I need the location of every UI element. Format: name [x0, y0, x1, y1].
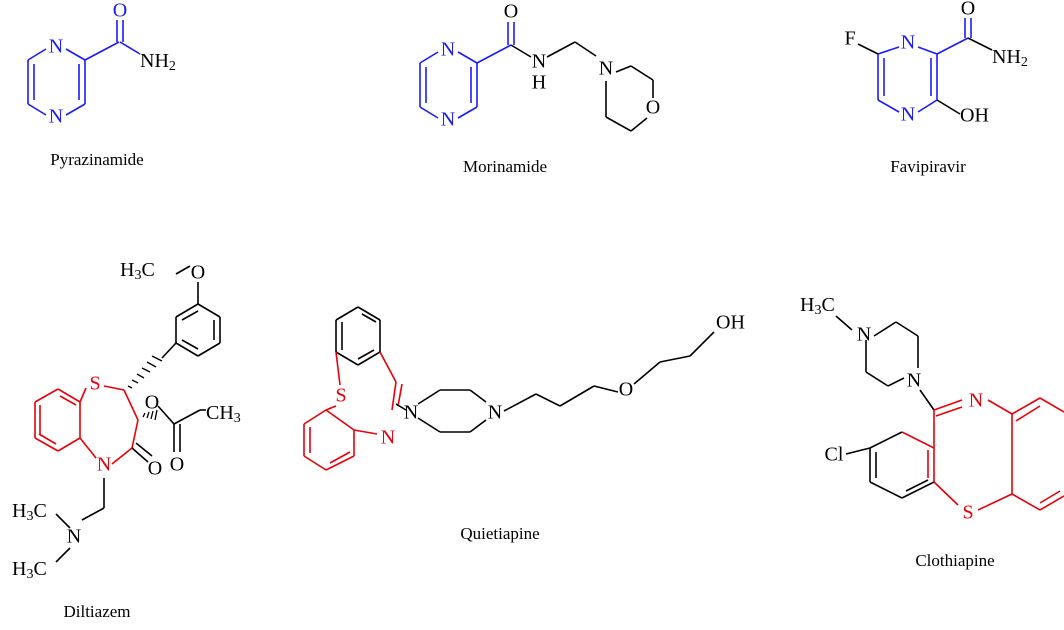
diltiazem-h3c-2-sub: 3	[26, 567, 33, 582]
diltiazem-ester-o: O	[145, 392, 159, 414]
pyrazinamide-o: O	[113, 0, 127, 22]
molecule-morinamide: N N O N H N O Morinamide	[419, 1, 660, 176]
favipiravir-bonds-black	[857, 37, 993, 115]
diltiazem-carbonyl-o: O	[170, 454, 184, 476]
favipiravir-o: O	[961, 0, 975, 20]
morinamide-n1: N	[441, 39, 455, 61]
clothiapine-cl: Cl	[825, 444, 844, 466]
molecule-pyrazinamide: N N O NH2 Pyrazinamide	[27, 0, 176, 169]
favipiravir-nh2: NH2	[992, 46, 1028, 71]
diltiazem-bonds-black	[55, 265, 221, 563]
diltiazem-h3c-2-h: H	[12, 558, 26, 580]
quietiapine-oh: OH	[716, 312, 745, 334]
diltiazem-ch3-c: C	[141, 259, 154, 281]
diltiazem-amine-n: N	[67, 526, 81, 548]
clothiapine-h3c: H3C	[800, 294, 835, 319]
diltiazem-stereo-bonds	[127, 355, 163, 421]
quietiapine-link-bond	[395, 403, 407, 411]
diltiazem-ch3-h: H	[120, 259, 134, 281]
diltiazem-h3c-1-h: H	[12, 500, 26, 522]
diltiazem-h3c-1: H3C	[12, 500, 47, 525]
diltiazem-h3c-2-c: C	[33, 558, 46, 580]
diltiazem-methoxy-ch3: H3C	[120, 259, 155, 284]
favipiravir-name: Favipiravir	[890, 157, 966, 176]
molecule-clothiapine: H3C N N N Cl S Clothiapine	[800, 294, 1064, 570]
pyrazinamide-bonds	[27, 20, 141, 116]
pyrazinamide-nh2: NH2	[140, 50, 176, 75]
diltiazem-name: Diltiazem	[63, 602, 130, 621]
pyrazinamide-n1: N	[49, 36, 63, 58]
favipiravir-bonds-blue	[877, 18, 972, 113]
quietiapine-piperazine-n1: N	[404, 402, 418, 424]
favipiravir-nh2-main: NH	[992, 46, 1021, 68]
morinamide-morpholine-n: N	[599, 58, 613, 80]
diltiazem-ch3-sub: 3	[134, 268, 141, 283]
diltiazem-n: N	[97, 454, 111, 476]
pyrazinamide-name: Pyrazinamide	[50, 150, 143, 169]
quietiapine-ether-o: O	[619, 379, 633, 401]
clothiapine-ring-n: N	[969, 390, 983, 412]
favipiravir-f: F	[844, 28, 855, 50]
morinamide-n2: N	[441, 109, 455, 131]
pyrazinamide-n2: N	[49, 106, 63, 128]
quietiapine-s: S	[335, 385, 346, 407]
quietiapine-piperazine-n2: N	[488, 402, 502, 424]
molecule-diltiazem: H3C O S N O O O CH3 N H3C H3C Diltiazem	[12, 259, 241, 621]
morinamide-amide-n: N	[532, 51, 546, 73]
pyrazinamide-nh2-sub: 2	[169, 59, 176, 74]
clothiapine-s: S	[962, 502, 973, 524]
clothiapine-h3c-sub: 3	[814, 303, 821, 318]
morinamide-o: O	[504, 1, 518, 23]
clothiapine-h3c-c: C	[821, 294, 834, 316]
favipiravir-n1: N	[901, 32, 915, 54]
clothiapine-h3c-h: H	[800, 294, 814, 316]
diltiazem-acetyl-ch3: CH3	[206, 402, 241, 427]
morinamide-morpholine-o: O	[646, 97, 660, 119]
pyrazinamide-nh2-main: NH	[140, 50, 169, 72]
morinamide-amide-h: H	[532, 72, 546, 94]
quietiapine-ring-n: N	[381, 427, 395, 449]
quietiapine-name: Quietiapine	[460, 524, 539, 543]
clothiapine-bonds-red	[901, 397, 1064, 511]
quietiapine-bonds-red	[303, 351, 403, 471]
diltiazem-h3c-2: H3C	[12, 558, 47, 583]
diltiazem-h3c-1-sub: 3	[26, 509, 33, 524]
diltiazem-s: S	[89, 373, 100, 395]
morinamide-name: Morinamide	[463, 157, 547, 176]
diltiazem-acetyl-ch: CH	[206, 402, 234, 424]
molecule-quietiapine: S N N N O OH Quietiapine	[303, 306, 745, 543]
favipiravir-nh2-sub: 2	[1021, 55, 1028, 70]
favipiravir-oh: OH	[960, 105, 989, 127]
diltiazem-ketone-o: O	[148, 458, 162, 480]
diltiazem-bonds-red	[34, 385, 139, 465]
molecule-favipiravir: F N N O NH2 OH Favipiravir	[844, 0, 1027, 176]
quietiapine-bonds-black	[335, 306, 715, 433]
morinamide-bonds-blue	[419, 22, 515, 119]
clothiapine-name: Clothiapine	[915, 551, 994, 570]
favipiravir-n2: N	[901, 104, 915, 126]
clothiapine-bonds-black	[835, 315, 935, 499]
diltiazem-h3c-1-c: C	[33, 500, 46, 522]
diltiazem-methoxy-o: O	[191, 262, 205, 284]
morinamide-bonds-black	[510, 41, 654, 132]
clothiapine-piperazine-n1: N	[857, 324, 871, 346]
diltiazem-acetyl-sub: 3	[234, 411, 241, 426]
clothiapine-piperazine-n2: N	[907, 370, 921, 392]
diltiazem-aryl-bond	[161, 342, 177, 359]
